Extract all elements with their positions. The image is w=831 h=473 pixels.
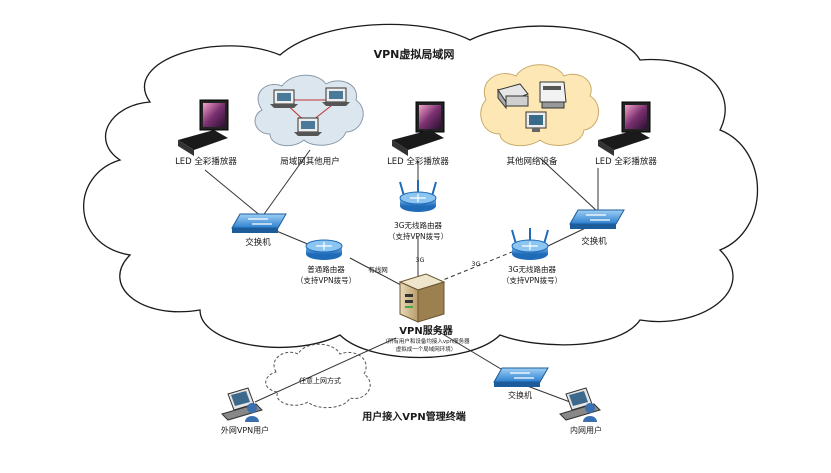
any-access-cloud xyxy=(265,343,371,408)
led-player-left xyxy=(178,99,229,156)
led-left-label: LED 全彩播放器 xyxy=(175,156,237,167)
router-normal-label-1: 普通路由器 xyxy=(307,264,345,274)
router-3g-right-label-2: （支持VPN拨号） xyxy=(502,275,562,285)
switch-left-label: 交换机 xyxy=(245,237,271,248)
wired-link-label: 有线网 xyxy=(368,265,388,274)
switch-left-icon xyxy=(231,213,287,233)
switch-right-label: 交换机 xyxy=(581,236,607,247)
led-player-center xyxy=(392,101,445,156)
switch-bottom-label: 交换机 xyxy=(508,390,532,400)
3g-right-link-label: 3G xyxy=(471,260,480,268)
lan-user-laptops xyxy=(270,87,350,136)
bottom-title: 用户接入VPN管理终端 xyxy=(361,410,465,423)
switch-right-icon xyxy=(569,209,625,229)
router-3g-top-label-2: （支持VPN拨号） xyxy=(388,231,448,241)
led-player-right xyxy=(598,101,651,156)
led-right-label: LED 全彩播放器 xyxy=(595,156,657,167)
led-center-label: LED 全彩播放器 xyxy=(387,156,449,167)
other-devices-label: 其他网络设备 xyxy=(506,156,558,167)
other-network-devices xyxy=(497,81,567,132)
devices-cloud xyxy=(480,64,599,147)
router-normal-label-2: （支持VPN拨号） xyxy=(296,275,356,285)
vpn-server-icon xyxy=(398,273,446,323)
external-vpn-user-icon xyxy=(221,387,263,422)
router-3g-top-label-1: 3G无线路由器 xyxy=(394,220,443,230)
any-access-label: 任意上网方式 xyxy=(299,376,341,385)
switch-bottom-icon xyxy=(493,367,549,387)
router-3g-right-icon xyxy=(511,228,549,260)
diagram-title: VPN虚拟局域网 xyxy=(374,47,455,61)
lan-users-label: 局域网其他用户 xyxy=(280,156,340,167)
router-normal-icon xyxy=(305,239,343,260)
internal-user-icon xyxy=(559,387,601,422)
vpn-server-note-2: 虚拟成一个局域网环境） xyxy=(396,345,457,353)
router-3g-right-label-1: 3G无线路由器 xyxy=(508,264,557,274)
external-vpn-user-label: 外网VPN用户 xyxy=(221,425,269,435)
3g-link-right xyxy=(437,251,513,283)
internal-user-label: 内网用户 xyxy=(570,425,602,435)
vpn-server-label: VPN服务器 xyxy=(399,324,453,337)
vpn-server-note-1: （所有用户和设备均接入vpn服务器 xyxy=(382,337,470,345)
router-3g-top-icon xyxy=(399,180,437,212)
3g-top-link-label: 3G xyxy=(415,256,424,264)
